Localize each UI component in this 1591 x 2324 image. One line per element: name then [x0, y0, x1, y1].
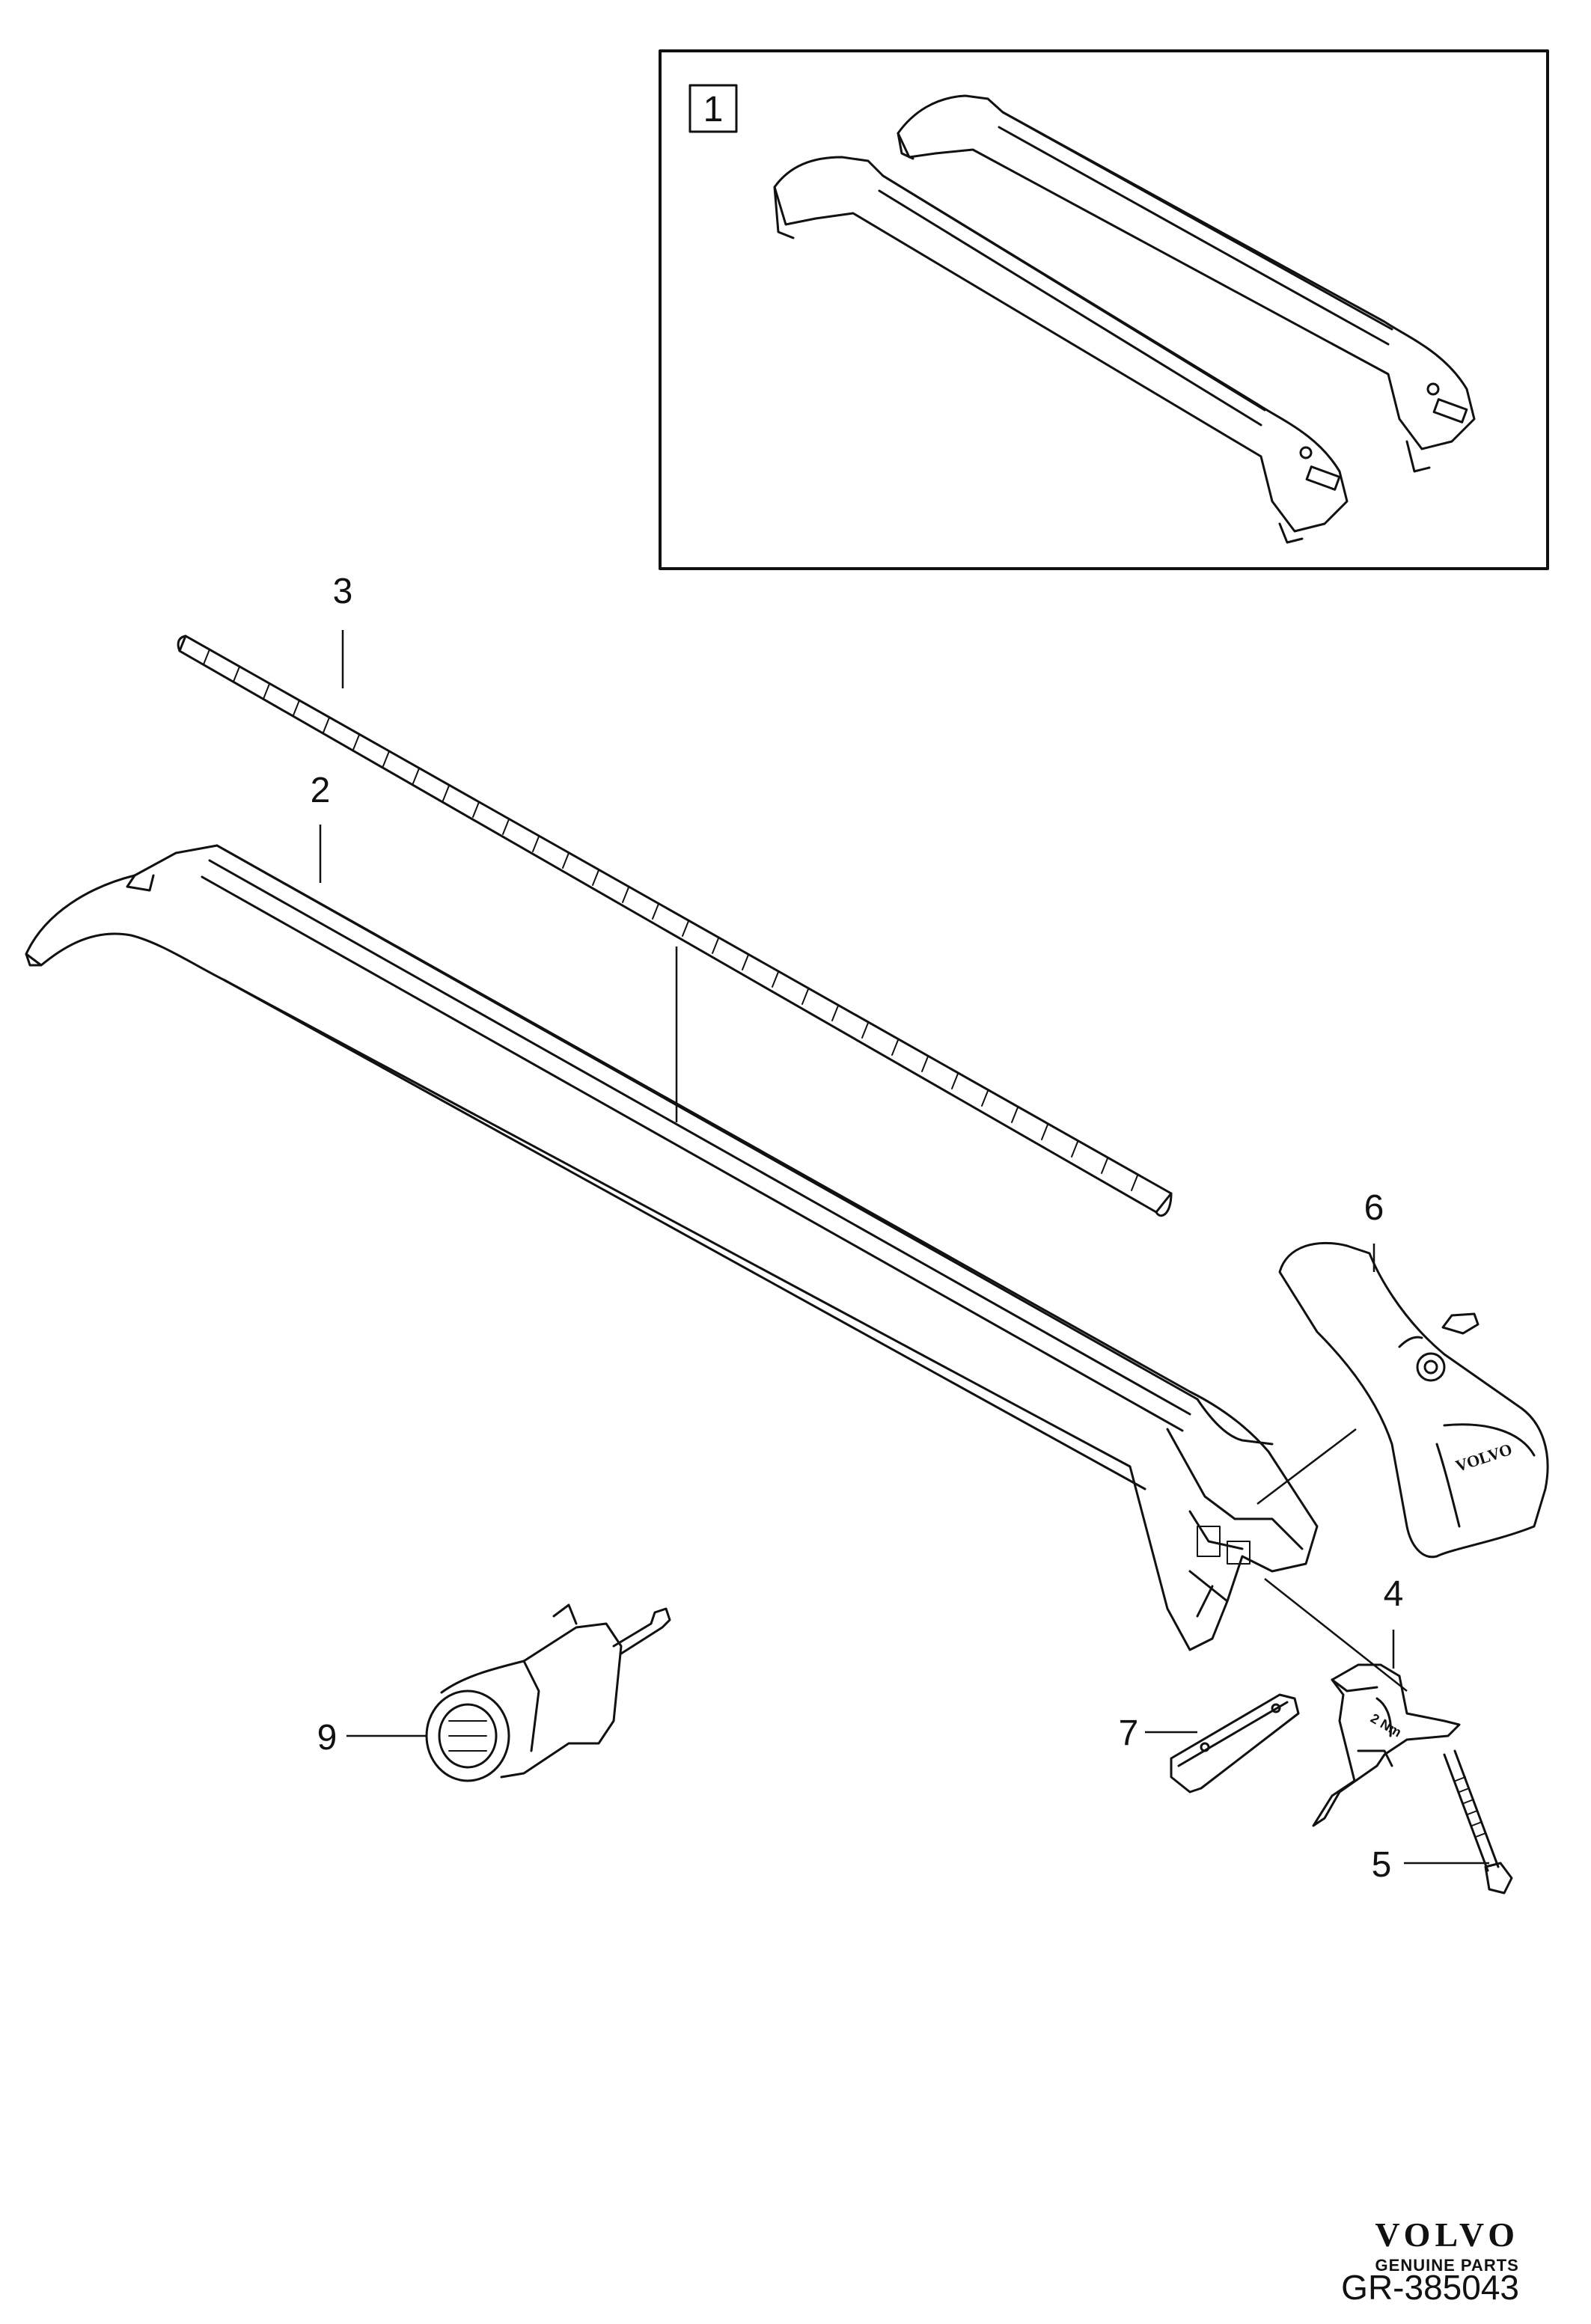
inset-front-bar [773, 156, 1349, 544]
inset-roof-rack-set [659, 49, 1549, 570]
reference-code: GR-385043 [1341, 2268, 1519, 2307]
callout-4: 4 [1384, 1574, 1404, 1614]
callout-3: 3 [333, 572, 353, 611]
callout-6: 6 [1364, 1188, 1384, 1228]
inset-number: 1 [703, 90, 724, 129]
bracket-torque-marking: 2 Nm [1368, 1710, 1404, 1740]
part-4-bracket [1312, 1663, 1461, 1827]
callout-2: 2 [311, 771, 331, 810]
leader-6-cover [1256, 1428, 1357, 1505]
leader-4-bracket [1264, 1578, 1408, 1692]
part-9-lock-barrel [425, 1603, 671, 1782]
part-7-plate [1170, 1693, 1300, 1794]
part-6-lock-cylinder [1441, 1312, 1479, 1335]
part-6-end-cover [1278, 1241, 1549, 1559]
callout-9: 9 [317, 1718, 338, 1758]
part-2-load-bar [25, 844, 1319, 1651]
part-5-bolt [1443, 1749, 1513, 1895]
part-3-rubber-strip [177, 634, 1173, 1217]
inset-label-box [688, 84, 738, 133]
inset-rear-bar [897, 94, 1476, 473]
brand-subtitle: GENUINE PARTS [1375, 2256, 1519, 2275]
callout-7: 7 [1119, 1713, 1139, 1753]
brand-block: VOLVO GENUINE PARTS [1375, 2215, 1519, 2275]
brand-logo: VOLVO [1375, 2216, 1519, 2254]
cover-logo-text: VOLVO [1453, 1440, 1515, 1476]
callout-5: 5 [1372, 1845, 1392, 1885]
